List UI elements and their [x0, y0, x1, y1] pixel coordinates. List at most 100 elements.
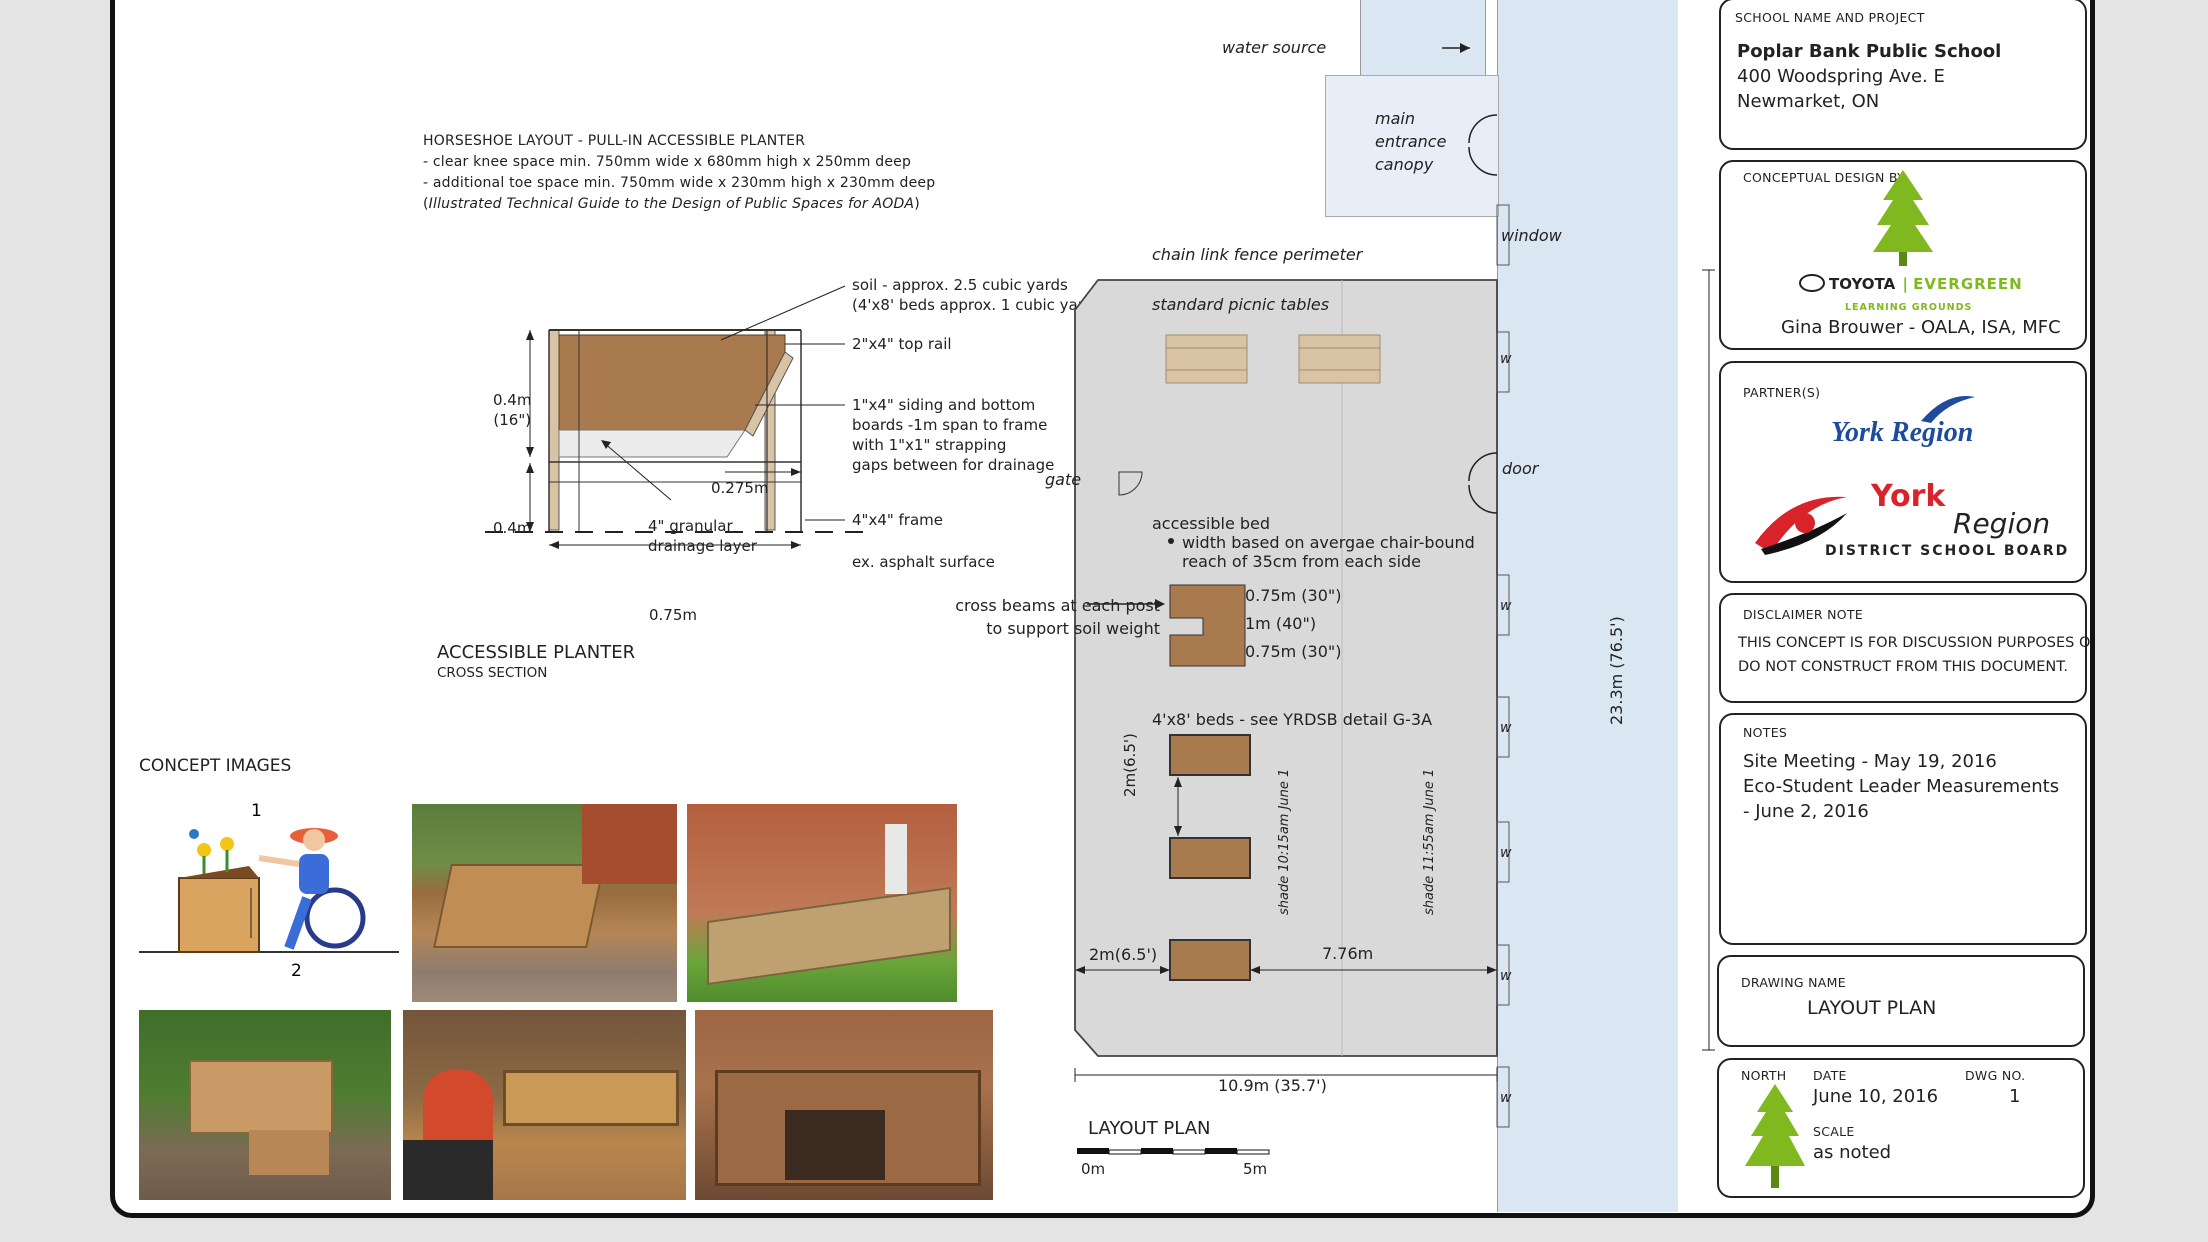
- cross-section-drawing: [485, 285, 865, 560]
- fig-number-2: 2: [291, 961, 302, 978]
- yrdsb-swoosh-icon: [1755, 496, 1847, 555]
- note-2: Eco-Student Leader Measurements: [1743, 776, 2060, 797]
- door-label: door: [1502, 459, 1539, 478]
- dim-075-top: 0.75m (30"): [1245, 586, 1342, 605]
- school-name: Poplar Bank Public School: [1737, 41, 2002, 62]
- yrdsb-york: York: [1871, 479, 1946, 514]
- toyota-logo-icon: [1799, 274, 1825, 292]
- school-label: SCHOOL NAME AND PROJECT: [1735, 10, 1925, 25]
- dim-width: 0.75m: [649, 606, 698, 624]
- dim-upper: 0.4m(16"): [493, 391, 532, 429]
- cross-section-caption: ACCESSIBLE PLANTER CROSS SECTION: [437, 642, 636, 681]
- concept-heading: CONCEPT IMAGES: [139, 756, 292, 776]
- concept-photo-3: [139, 1010, 391, 1200]
- disclaimer-block: DISCLAIMER NOTE THIS CONCEPT IS FOR DISC…: [1719, 593, 2090, 703]
- drawing-label: DRAWING NAME: [1741, 975, 1846, 990]
- building-wall-upper: [1360, 0, 1486, 75]
- date-value: June 10, 2016: [1813, 1086, 1939, 1107]
- dim-1m: 1m (40"): [1245, 614, 1317, 633]
- accessible-planter-illustration: 1 2: [139, 801, 399, 978]
- entrance-canopy: [1325, 75, 1499, 217]
- note-1: Site Meeting - May 19, 2016: [1743, 751, 1997, 772]
- dim-lower: 0.4m: [493, 519, 532, 537]
- disclaimer-text: THIS CONCEPT IS FOR DISCUSSION PURPOSES …: [1738, 635, 2095, 675]
- drawing-name-block: DRAWING NAME LAYOUT PLAN: [1717, 955, 2085, 1047]
- beds-note: 4'x8' beds - see YRDSB detail G-3A: [1152, 710, 1433, 729]
- horseshoe-line3: (Illustrated Technical Guide to the Desi…: [423, 196, 920, 212]
- gate-label: gate: [1045, 470, 1082, 489]
- horseshoe-note: HORSESHOE LAYOUT - PULL-IN ACCESSIBLE PL…: [423, 131, 935, 215]
- evergreen-tree-icon: [1873, 170, 1933, 266]
- school-block: SCHOOL NAME AND PROJECT Poplar Bank Publ…: [1719, 0, 2087, 150]
- layout-plan-drawing: [1074, 43, 1715, 1155]
- yrdsb-district: DISTRICT SCHOOL BOARD: [1825, 543, 2070, 559]
- picnic-label: standard picnic tables: [1152, 295, 1330, 314]
- york-region-logo: York Region: [1831, 417, 1974, 448]
- north-label: NORTH: [1741, 1068, 1787, 1083]
- frame-label: 4"x4" frame: [852, 511, 944, 529]
- dim-depth: 0.275m: [711, 479, 769, 497]
- info-block: NORTH DATE June 10, 2016 DWG NO. 1 SCALE…: [1717, 1058, 2085, 1198]
- york-region-swoosh-icon: [1921, 396, 1975, 423]
- school-address2: Newmarket, ON: [1737, 91, 1880, 112]
- dwg-label: DWG NO.: [1965, 1068, 2026, 1083]
- dim-length-total: 23.3m (76.5'): [1607, 616, 1626, 725]
- date-label: DATE: [1813, 1068, 1847, 1083]
- designer-name: Gina Brouwer - OALA, ISA, MFC: [1781, 317, 2061, 338]
- yrdsb-region: Region: [1953, 507, 2051, 540]
- building: [1497, 0, 1678, 1212]
- dwg-value: 1: [2009, 1086, 2021, 1107]
- dim-2m-vertical: 2m(6.5'): [1121, 733, 1139, 797]
- drawing-name: LAYOUT PLAN: [1807, 997, 1937, 1019]
- partners-label: PARTNER(S): [1743, 385, 1821, 400]
- concept-photo-1: [412, 804, 677, 1002]
- window-w-6: w: [1500, 1090, 1512, 1106]
- notes-label: NOTES: [1743, 725, 1788, 740]
- window-w-4: w: [1500, 845, 1512, 861]
- concept-photo-5: [695, 1010, 993, 1200]
- dim-width-total: 10.9m (35.7'): [1218, 1076, 1327, 1095]
- shade-label-1: shade 10:15am June 1: [1277, 768, 1292, 915]
- layout-plan-title: LAYOUT PLAN: [1088, 1118, 1211, 1139]
- scale-5m: 5m: [1243, 1160, 1268, 1178]
- notes-block: NOTES Site Meeting - May 19, 2016 Eco-St…: [1719, 713, 2087, 945]
- partners-block: PARTNER(S) York Region York Region DISTR…: [1719, 361, 2087, 583]
- concept-photo-4: [403, 1010, 686, 1200]
- north-arrow-tree-icon: [1745, 1084, 1805, 1188]
- horseshoe-line1: - clear knee space min. 750mm wide x 680…: [423, 154, 912, 170]
- dim-2m-left: 2m(6.5'): [1089, 945, 1158, 964]
- disclaimer-label: DISCLAIMER NOTE: [1743, 607, 1864, 622]
- horseshoe-title: HORSESHOE LAYOUT - PULL-IN ACCESSIBLE PL…: [423, 133, 806, 149]
- fig-number-1: 1: [251, 801, 262, 821]
- window-w-2: w: [1500, 598, 1512, 614]
- window-w-1: w: [1500, 351, 1512, 367]
- toyota-evergreen-logo: TOYOTA | EVERGREEN: [1799, 274, 2023, 293]
- note-3: - June 2, 2016: [1743, 801, 1869, 822]
- school-address1: 400 Woodspring Ave. E: [1737, 66, 1945, 87]
- design-block: CONCEPTUAL DESIGN BY TOYOTA | EVERGREEN …: [1719, 160, 2087, 350]
- window-w-5: w: [1500, 968, 1512, 984]
- window-w-3: w: [1500, 720, 1512, 736]
- soil-label: soil - approx. 2.5 cubic yards(4'x8' bed…: [852, 276, 1100, 314]
- drawing-sheet: HORSESHOE LAYOUT - PULL-IN ACCESSIBLE PL…: [110, 0, 2095, 1218]
- scale-0m: 0m: [1081, 1160, 1106, 1178]
- accessible-bed-note: accessible bed width based on avergae ch…: [1152, 514, 1475, 571]
- scale-label: SCALE: [1813, 1124, 1855, 1139]
- top-rail-label: 2"x4" top rail: [852, 335, 952, 353]
- water-source-label: water source: [1222, 38, 1327, 57]
- dim-776: 7.76m: [1322, 944, 1374, 963]
- scale-value: as noted: [1813, 1142, 1892, 1163]
- window-label: window: [1501, 226, 1562, 245]
- learning-grounds: LEARNING GROUNDS: [1845, 302, 1973, 313]
- dim-075-bottom: 0.75m (30"): [1245, 642, 1342, 661]
- concept-photo-2: [687, 804, 957, 1002]
- shade-label-2: shade 11:55am June 1: [1422, 768, 1437, 915]
- asphalt-label: ex. asphalt surface: [852, 553, 995, 571]
- concept-label: CONCEPTUAL DESIGN BY: [1743, 170, 1906, 185]
- fence-label: chain link fence perimeter: [1152, 245, 1363, 264]
- horseshoe-line2: - additional toe space min. 750mm wide x…: [423, 175, 936, 191]
